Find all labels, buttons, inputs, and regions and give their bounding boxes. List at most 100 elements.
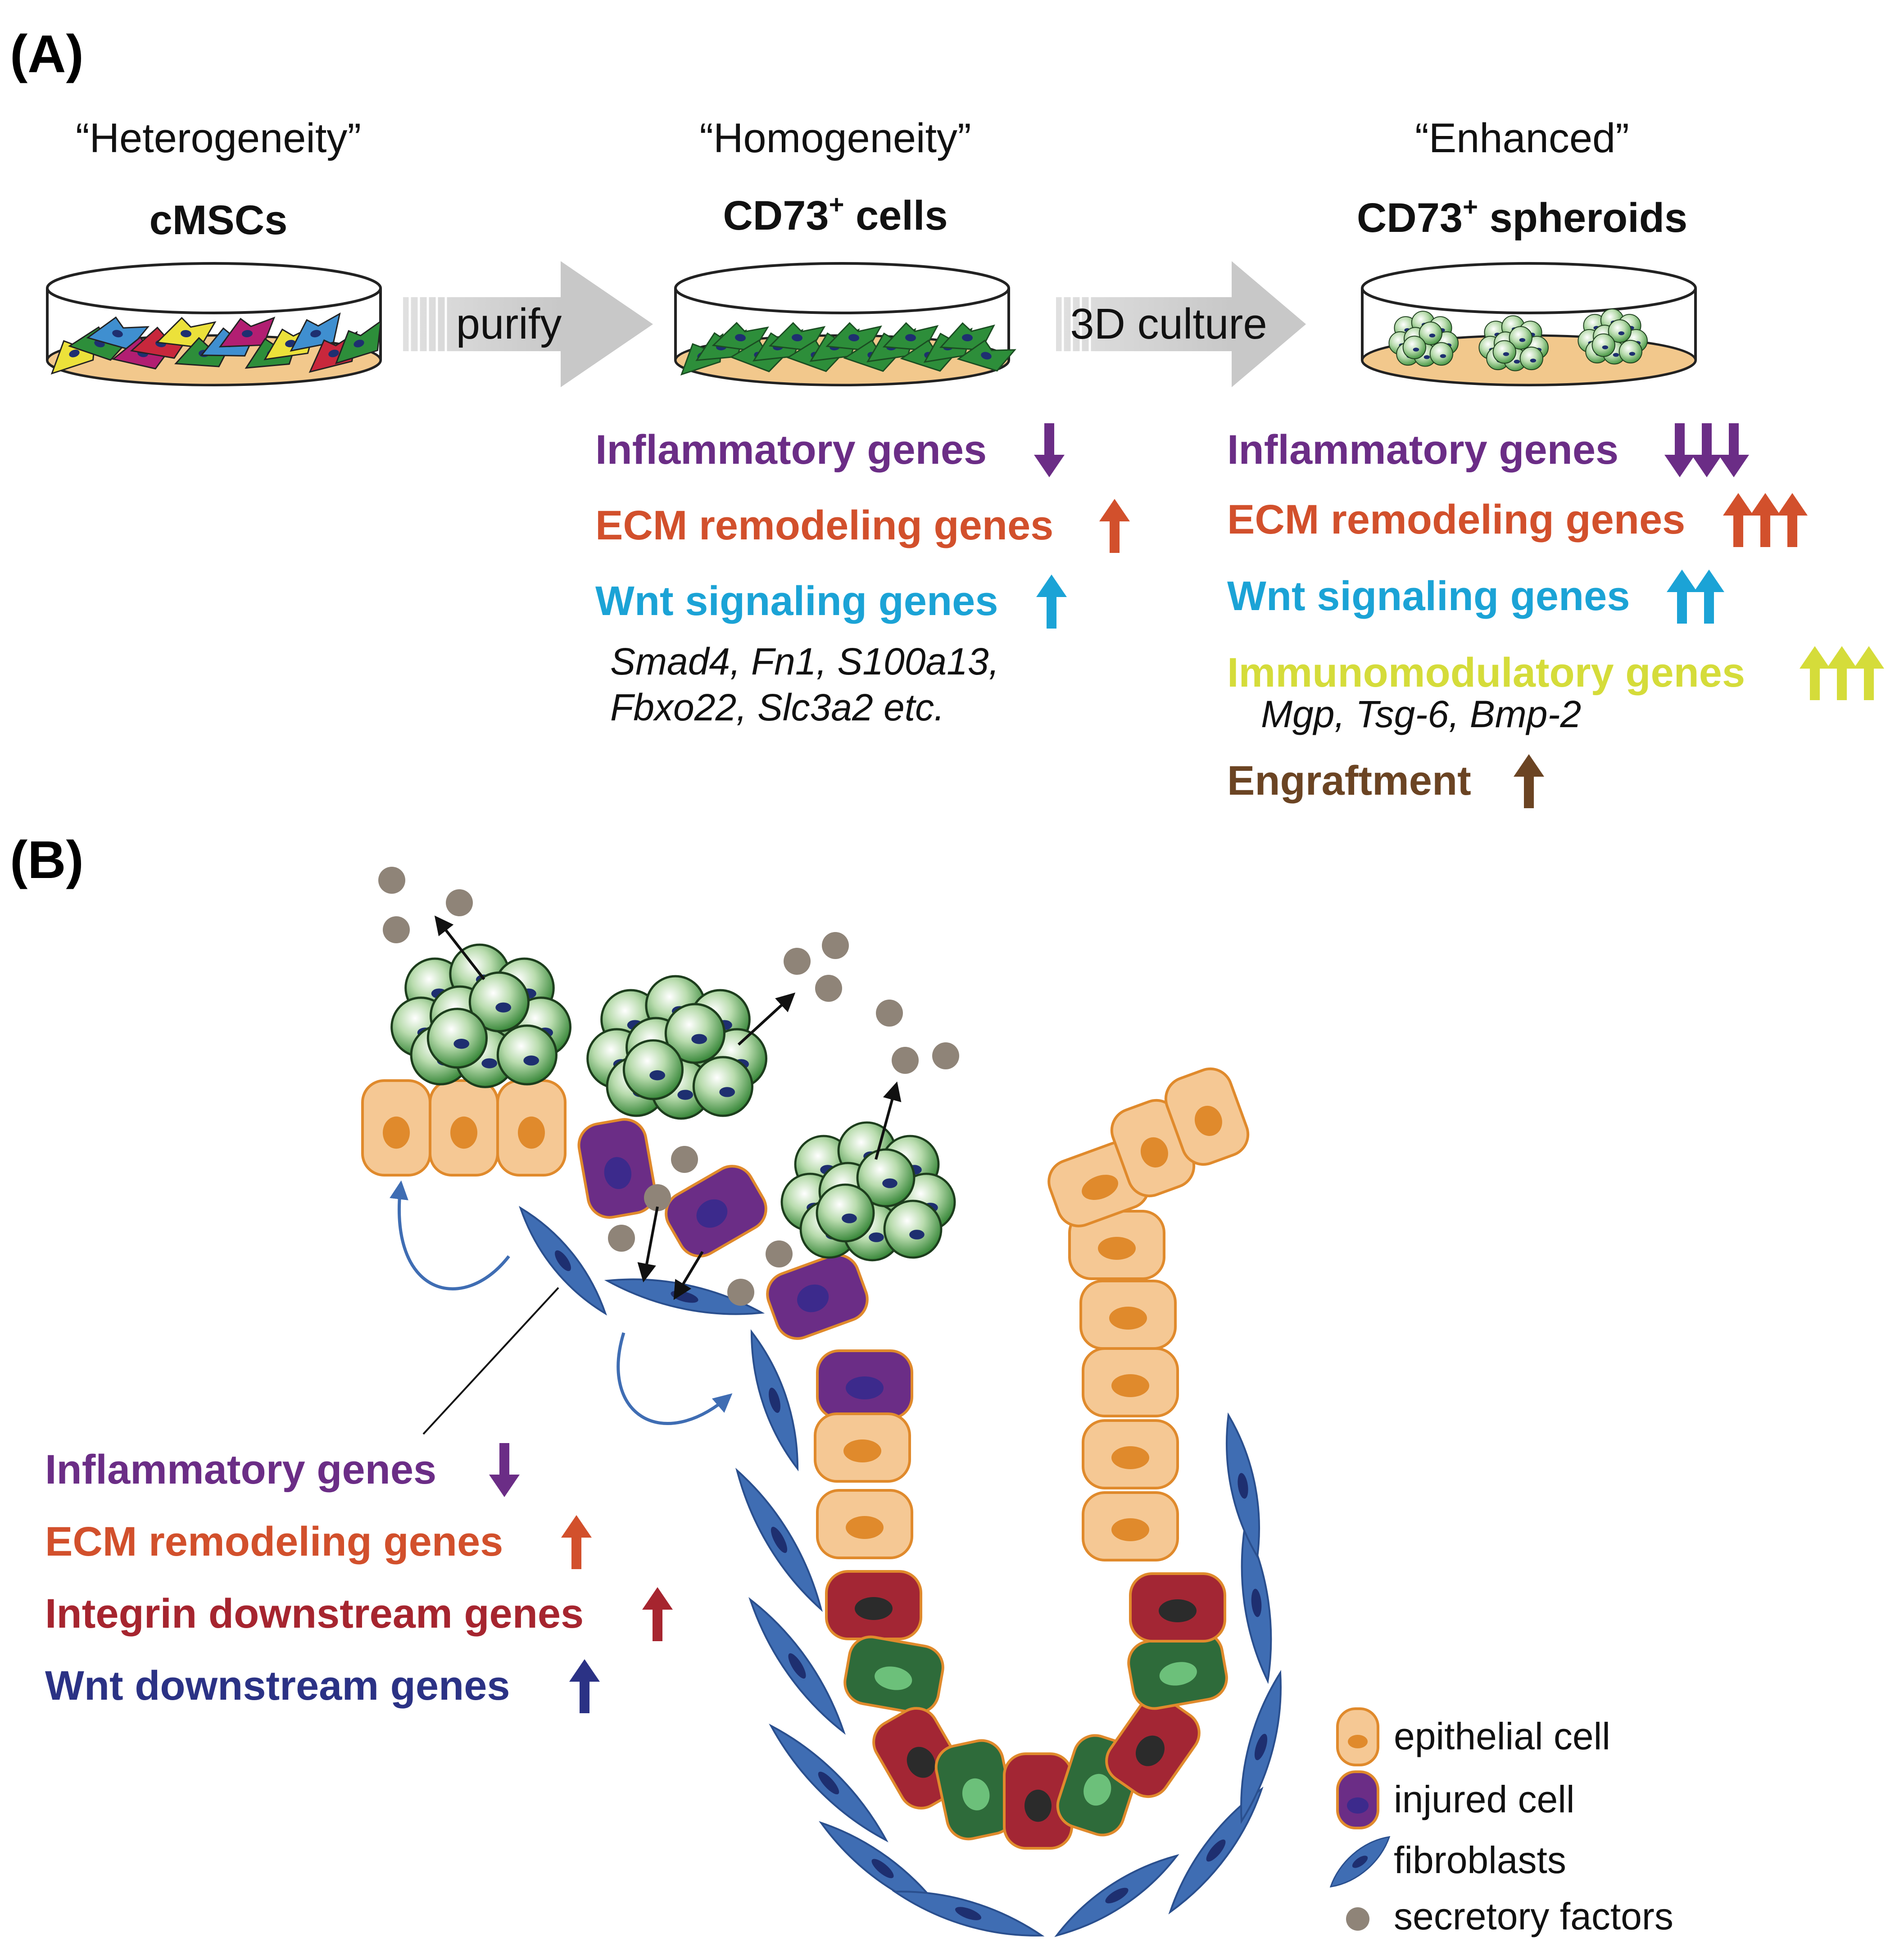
secretory-factor [644,1184,671,1211]
crypt-cell [843,1635,944,1715]
secretion-arrows [434,915,902,1300]
purify-arrow: purify [403,261,653,387]
crypt-cell [825,1570,922,1640]
spheroid [390,943,571,1088]
spheroid-cell [1618,339,1642,364]
spheroid-cell [1419,321,1442,345]
epithelial-cell [1082,1419,1179,1489]
legend: epithelial cell injured cell fibroblasts… [1329,1707,1673,1937]
epithelial-cell-icon [1336,1707,1379,1766]
down-arrow-icon [1691,423,1722,477]
down-arrow-icon [1664,423,1695,477]
fibroblast [750,1329,799,1471]
up-arrow-icon [1099,499,1130,553]
fibroblast-gene-label-1: ECM remodeling genes [45,1519,503,1565]
spheroid-cell [1509,326,1532,350]
homogeneous-cells [680,321,1016,376]
stage-3-title: CD73+ spheroids [1357,192,1687,241]
down-arrow-icon [1034,423,1065,477]
cd73-cell [957,339,1016,372]
fibroblast [1054,1854,1179,1937]
crypt-cells-group [361,1067,1250,1850]
legend-label-epithelial-cell: epithelial cell [1394,1715,1610,1757]
spheroid-cell [622,1039,684,1100]
secretory-factor-icon [1346,1907,1369,1931]
up-arrow-icon [642,1587,673,1641]
spheroid [586,975,767,1120]
secretory-factor [608,1225,635,1252]
secretory-factor [932,1042,959,1069]
down-arrow-icon [1718,423,1749,477]
right-gene-label-2: Wnt signaling genes [1227,573,1630,619]
up-arrow-icon [569,1659,600,1713]
middle-example-genes-line-1: Smad4, Fn1, S100a13, [610,640,999,683]
fibroblast-gene-label-3: Wnt downstream genes [45,1663,510,1709]
spheroid [780,1121,956,1262]
spheroid-cell [1608,319,1632,343]
middle-gene-label-0: Inflammatory genes [595,427,987,473]
stage-2-quote: “Homogeneity” [699,115,971,161]
spheroid-cell [1429,342,1453,366]
fibroblast [892,1891,1045,1937]
fibroblast-gene-label-2: Integrin downstream genes [45,1591,584,1637]
small-spheroids [1388,308,1648,371]
engraftment-label-0: Engraftment [1227,758,1471,804]
dish-cd73-cells [674,262,1016,386]
tissue-illustration [361,867,1282,1937]
secretory-factor [446,889,473,916]
epithelial-cell [361,1079,431,1177]
secretory-factor [822,932,849,959]
legend-label-fibroblasts: fibroblasts [1394,1839,1566,1881]
spheroid-cell [1591,333,1615,357]
right-example-genes: Mgp, Tsg-6, Bmp-2 [1261,693,1581,735]
secretion-arrow [737,992,796,1046]
secretory-factor [671,1146,698,1173]
epithelial-cell [1068,1210,1165,1280]
fibroblast [1168,1787,1264,1914]
dish-cd73-spheroids [1361,262,1697,386]
injured-cell [766,1254,869,1340]
up-arrow-icon [1800,646,1830,700]
crypt-cell [1127,1631,1228,1710]
secretory-factor [727,1279,754,1306]
purify-label: purify [456,300,562,348]
secretory-factor [876,1000,903,1027]
up-arrow-icon [1036,575,1067,629]
stage-1-quote: “Heterogeneity” [76,115,361,161]
spheroid-cell [856,1148,916,1208]
down-arrow-icon [489,1443,520,1497]
spheroid-cell [496,1024,558,1086]
heterogeneous-cell [218,317,276,348]
epithelial-cell [429,1079,499,1177]
up-arrow-icon [561,1515,592,1569]
secretory-factor [784,948,811,975]
crypt-cell [1129,1572,1226,1643]
small-spheroid [1388,311,1459,367]
curved-arrow-right [617,1332,733,1425]
up-arrow-icon [1723,493,1754,547]
up-arrow-icon [1854,646,1884,700]
spheroid-cell [1402,335,1426,359]
fibroblast [748,1597,846,1735]
crypt-cell [934,1739,1015,1841]
epithelial-cell [496,1079,567,1177]
spheroid-cell [1492,340,1516,364]
fibroblasts-group [519,1206,1282,1937]
injured-cell-icon [1336,1770,1379,1829]
injured-cell [665,1165,767,1258]
3d-culture-arrow: 3D culture [1056,261,1306,387]
right-gene-label-0: Inflammatory genes [1227,427,1618,473]
heterogeneous-cell [86,316,150,351]
fibroblast [769,1724,889,1842]
up-arrow-icon [1667,570,1697,624]
secretory-factors-group [378,867,959,1306]
crypt-cell [1105,1696,1201,1798]
secretory-factor [766,1240,793,1267]
panel-a-label: (A) [10,24,84,84]
up-arrow-icon [1750,493,1781,547]
middle-gene-label-2: Wnt signaling genes [595,578,998,624]
secretion-arrow [875,1081,902,1160]
